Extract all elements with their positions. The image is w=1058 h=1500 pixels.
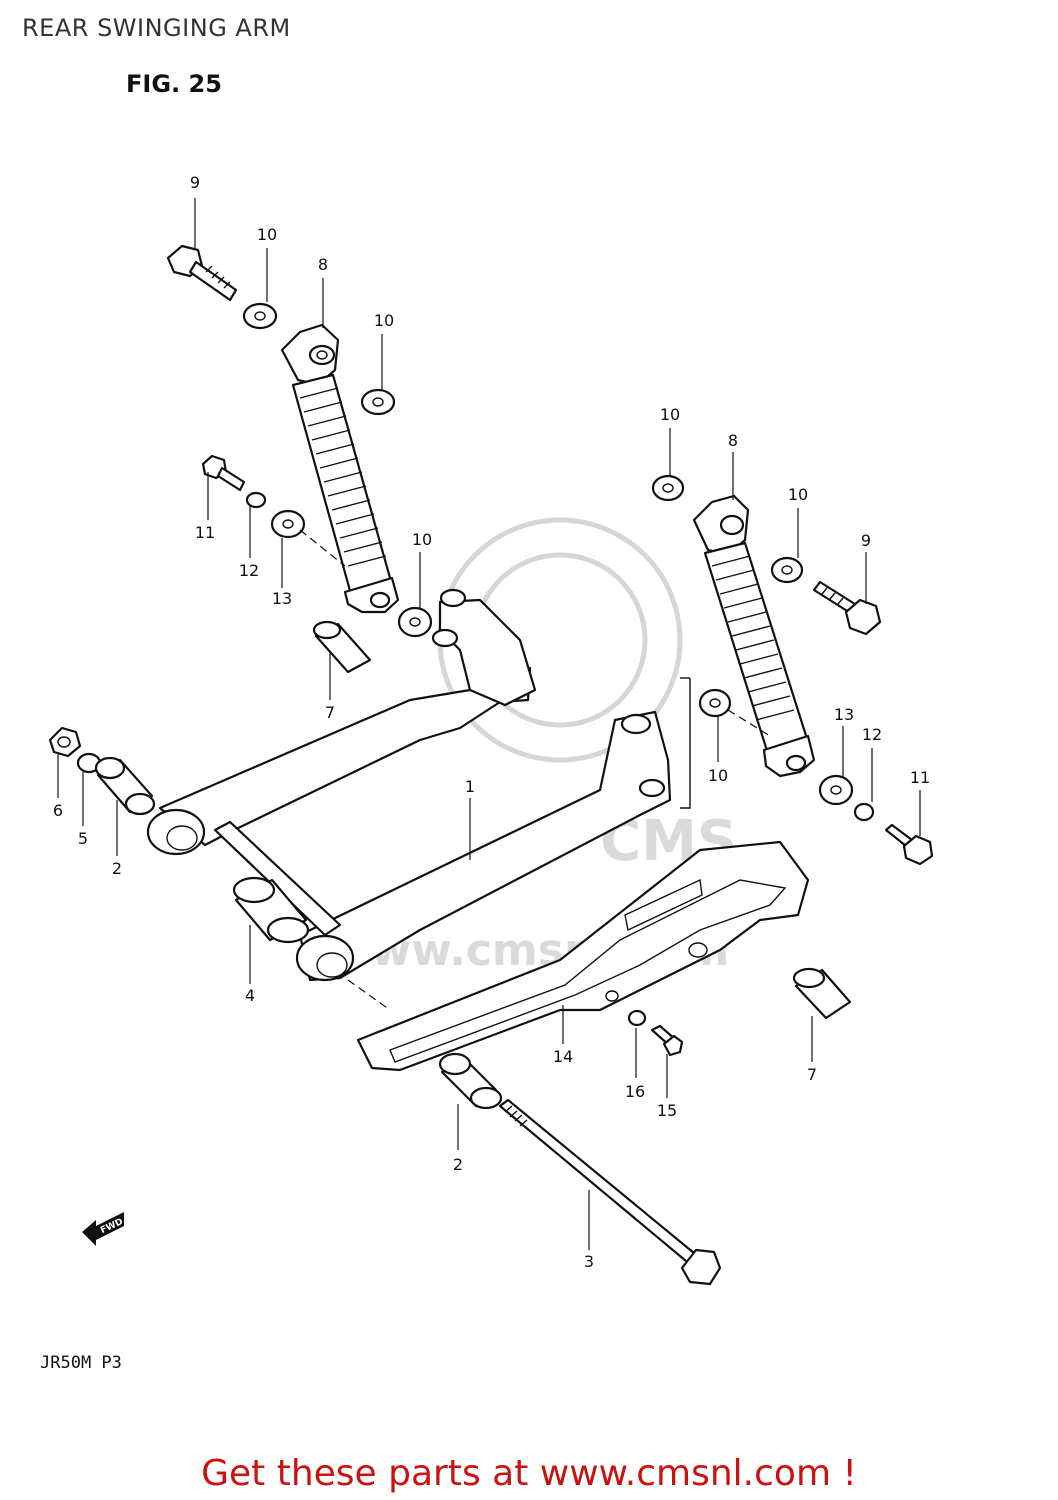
callout-2: 2 <box>112 859 122 878</box>
right-collar <box>792 967 852 1020</box>
forward-arrow-icon: FWD <box>82 1212 125 1246</box>
left-washer-13 <box>270 509 306 539</box>
callout-16: 16 <box>625 1082 645 1101</box>
bolt-15 <box>650 1024 684 1057</box>
swing-arm <box>146 588 691 982</box>
callout-10: 10 <box>257 225 277 244</box>
bushing-2-lower <box>438 1052 503 1110</box>
left-washer-upper <box>242 302 278 330</box>
callout-5: 5 <box>78 829 88 848</box>
left-small-bolt <box>201 454 246 492</box>
left-spring-washer <box>245 491 267 509</box>
left-top-bolt <box>166 244 238 302</box>
callout-14: 14 <box>553 1047 573 1066</box>
callout-12: 12 <box>239 561 259 580</box>
left-washer-lower <box>397 606 433 638</box>
callout-11: 11 <box>195 523 215 542</box>
shop-link-banner[interactable]: Get these parts at www.cmsnl.com ! <box>201 1453 857 1494</box>
callout-labels: 9 10 8 10 11 12 13 10 7 6 5 2 1 4 10 8 1… <box>53 173 930 1271</box>
model-code: JR50M P3 <box>40 1353 122 1373</box>
callout-13: 13 <box>272 589 292 608</box>
right-spring-washer <box>853 802 875 822</box>
right-washer-upper <box>651 474 685 502</box>
right-shock-absorber <box>692 494 816 778</box>
callout-8: 8 <box>728 431 738 450</box>
bushing-2-upper <box>94 756 156 816</box>
right-top-bolt <box>812 580 882 636</box>
right-washer-lower <box>698 688 732 718</box>
right-washer-mid <box>770 556 804 584</box>
callout-4: 4 <box>245 986 255 1005</box>
callout-10: 10 <box>412 530 432 549</box>
nut-6 <box>48 726 82 758</box>
callout-9: 9 <box>190 173 200 192</box>
callout-11: 11 <box>910 768 930 787</box>
callout-3: 3 <box>584 1252 594 1271</box>
callout-7: 7 <box>807 1065 817 1084</box>
callout-10: 10 <box>660 405 680 424</box>
callout-10: 10 <box>374 311 394 330</box>
page-title: REAR SWINGING ARM <box>22 14 291 42</box>
left-shock-absorber <box>280 323 400 614</box>
bushing-4 <box>232 876 310 944</box>
leader-lines <box>57 198 921 1250</box>
figure-number: FIG. 25 <box>126 70 222 98</box>
callout-2: 2 <box>453 1155 463 1174</box>
left-collar <box>312 620 372 674</box>
callout-12: 12 <box>862 725 882 744</box>
washer-16 <box>627 1009 647 1027</box>
callout-10: 10 <box>788 485 808 504</box>
callout-8: 8 <box>318 255 328 274</box>
callout-7: 7 <box>325 703 335 722</box>
callout-13: 13 <box>834 705 854 724</box>
pivot-shaft <box>498 1098 722 1286</box>
callout-10: 10 <box>708 766 728 785</box>
left-washer-mid <box>360 388 396 416</box>
callout-6: 6 <box>53 801 63 820</box>
callout-9: 9 <box>861 531 871 550</box>
right-small-bolt <box>884 823 934 866</box>
callout-15: 15 <box>657 1101 677 1120</box>
right-washer-13 <box>818 774 854 806</box>
chain-case <box>356 840 810 1072</box>
callout-1: 1 <box>465 777 475 796</box>
